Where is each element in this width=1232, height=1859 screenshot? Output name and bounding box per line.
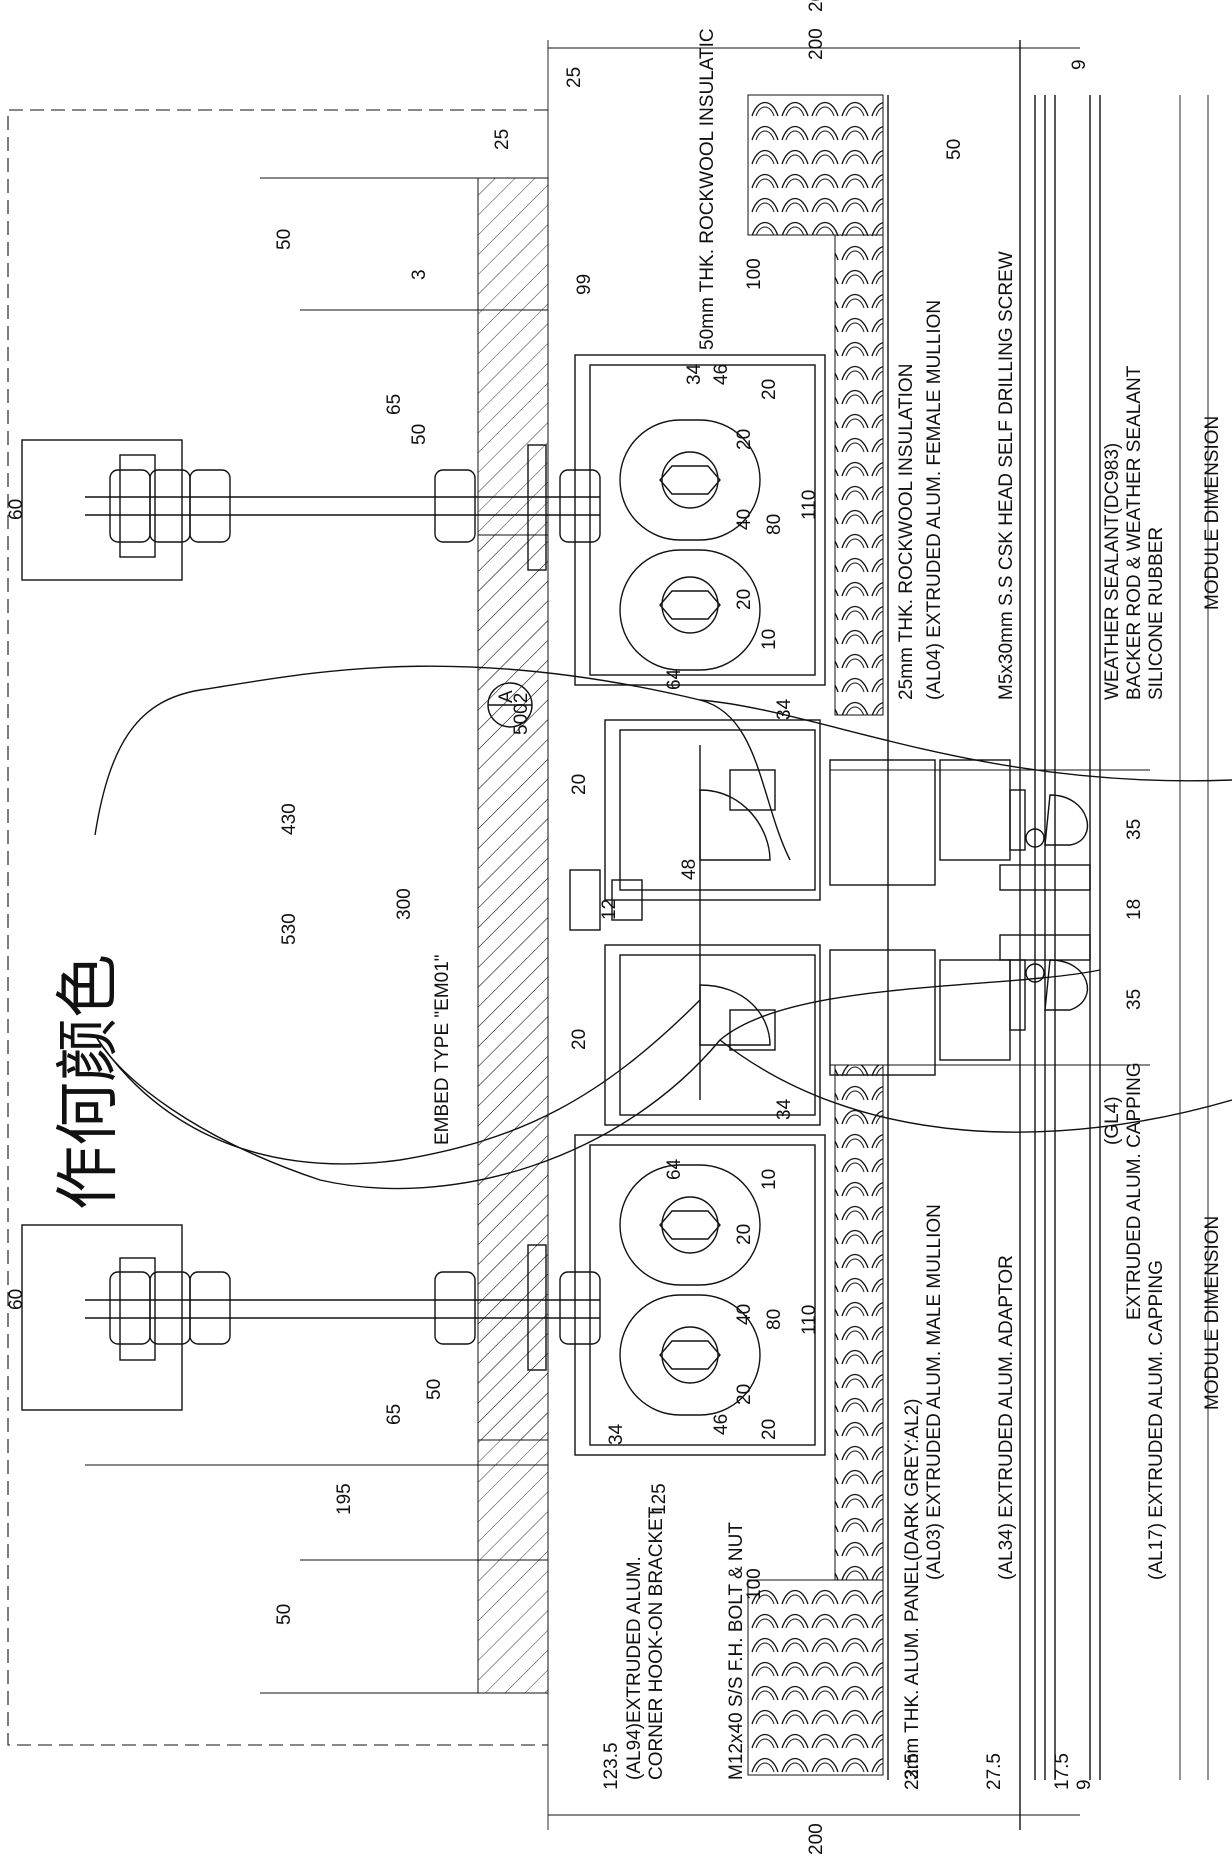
dim-65-bottom: 65 bbox=[384, 1404, 405, 1425]
dim-123-5: 123.5 bbox=[601, 1742, 622, 1790]
dim-110-top: 110 bbox=[799, 490, 820, 520]
dimension-texts: 200 200 9 25 25 50 50 3 99 100 65 50 60 … bbox=[6, 0, 1145, 1855]
dim-430: 430 bbox=[279, 803, 300, 835]
dim-65-top: 65 bbox=[384, 394, 405, 415]
handwritten-note: 作何颜色 bbox=[52, 954, 126, 1210]
dim-200-top: 200 bbox=[806, 28, 827, 60]
dim-46-bottom: 46 bbox=[711, 1414, 732, 1435]
dim-50-left-top: 50 bbox=[274, 229, 295, 250]
concrete-slab-outline bbox=[7, 40, 549, 1830]
dim-25-a: 25 bbox=[564, 67, 585, 88]
dim-27-5: 27.5 bbox=[984, 1753, 1005, 1790]
dim-34-top: 34 bbox=[684, 363, 705, 385]
dim-46-top: 46 bbox=[711, 364, 732, 385]
dim-99: 99 bbox=[574, 274, 595, 295]
section-marker: A 5002 bbox=[487, 682, 533, 735]
dim-34-b: 34 bbox=[774, 698, 795, 720]
handwritten-annotation: 作何颜色 bbox=[52, 665, 1232, 1210]
rockwool-insulation-top bbox=[747, 94, 884, 236]
label-bolt-nut: M12x40 S/S F.H. BOLT & NUT bbox=[726, 1522, 747, 1780]
dim-35-b: 35 bbox=[1124, 989, 1145, 1010]
dim-80-bottom: 80 bbox=[764, 1309, 785, 1330]
mullion-profiles bbox=[569, 719, 1091, 1126]
dim-9: 9 bbox=[1069, 59, 1090, 70]
dim-25-b: 25 bbox=[492, 129, 513, 150]
label-module-dimension-top: MODULE DIMENSION bbox=[1202, 416, 1223, 610]
dim-80-top: 80 bbox=[764, 514, 785, 535]
dim-20-h: 20 bbox=[759, 1419, 780, 1440]
dim-20-f: 20 bbox=[734, 1224, 755, 1245]
label-rockwool-25mm: 25mm THK. ROCKWOOL INSULATION bbox=[896, 364, 917, 700]
label-silicone-rubber: SILICONE RUBBER bbox=[1146, 527, 1167, 700]
dim-200-bottom: 200 bbox=[806, 1823, 827, 1855]
rockwool-25mm-top bbox=[834, 234, 884, 716]
label-al17-capping: (AL17) EXTRUDED ALUM. CAPPING bbox=[1146, 1260, 1167, 1580]
dim-64-top: 64 bbox=[664, 668, 685, 690]
dim-20-g: 20 bbox=[734, 1384, 755, 1405]
label-rockwool-50mm: 50mm THK. ROCKWOOL INSULATIC bbox=[697, 28, 718, 350]
dim-50-mid-top: 50 bbox=[409, 424, 430, 445]
label-embed-type: EMBED TYPE "EM01" bbox=[432, 954, 453, 1145]
label-al34-adaptor: (AL34) EXTRUDED ALUM. ADAPTOR bbox=[996, 1255, 1017, 1580]
dim-34-c: 34 bbox=[774, 1098, 795, 1120]
dim-10-top: 10 bbox=[759, 629, 780, 650]
dim-18: 18 bbox=[1124, 899, 1145, 920]
dim-20-c: 20 bbox=[734, 589, 755, 610]
label-al04-female-mullion: (AL04) EXTRUDED ALUM. FEMALE MULLION bbox=[924, 300, 945, 700]
dim-195: 195 bbox=[334, 1483, 355, 1515]
dim-530: 530 bbox=[279, 913, 300, 945]
label-gl4: (GL4) bbox=[1102, 1096, 1123, 1145]
label-backer-rod: BACKER ROD & WEATHER SEALANT bbox=[1124, 365, 1145, 700]
dim-100-bottom: 100 bbox=[744, 1568, 765, 1600]
label-al03-male-mullion: (AL03) EXTRUDED ALUM. MALE MULLION bbox=[924, 1204, 945, 1580]
label-corner-bracket: CORNER HOOK-ON BRACKET bbox=[646, 1506, 667, 1780]
dim-50-mid-bottom: 50 bbox=[424, 1379, 445, 1400]
dim-35-a: 35 bbox=[1124, 819, 1145, 840]
dim-40-top: 40 bbox=[734, 509, 755, 530]
callout-labels: 50mm THK. ROCKWOOL INSULATIC 25mm THK. R… bbox=[432, 28, 1223, 1780]
rockwool-insulation-bottom bbox=[747, 1579, 884, 1776]
label-drilling-screw: M5x30mm S.S CSK HEAD SELF DRILLING SCREW bbox=[996, 251, 1017, 700]
section-ref: 5002 bbox=[511, 693, 532, 735]
anchor-bolt-bottom bbox=[21, 1224, 601, 1411]
dim-34-d: 34 bbox=[606, 1423, 627, 1445]
dim-200-edge: 200 bbox=[806, 0, 827, 12]
dim-125: 125 bbox=[649, 1483, 670, 1515]
bracket-top bbox=[574, 354, 826, 686]
dim-20-e: 20 bbox=[569, 1029, 590, 1050]
dim-64-bottom: 64 bbox=[664, 1158, 685, 1180]
label-al94-extruded: (AL94)EXTRUDED ALUM. bbox=[624, 1556, 645, 1780]
label-weather-sealant: WEATHER SEALANT(DC983) bbox=[1102, 443, 1123, 700]
dim-20-b: 20 bbox=[734, 429, 755, 450]
dim-22-5: 22.5 bbox=[902, 1753, 923, 1790]
dimension-lines bbox=[85, 47, 1150, 1816]
dim-60-top: 60 bbox=[6, 499, 27, 520]
dim-300: 300 bbox=[394, 888, 415, 920]
dim-9-bottom: 9 bbox=[1074, 1779, 1095, 1790]
dim-10-bottom: 10 bbox=[759, 1169, 780, 1190]
label-alum-panel: 3mm THK. ALUM. PANEL(DARK GREY:AL2) bbox=[902, 1398, 923, 1780]
rockwool-25mm-bottom bbox=[834, 1064, 884, 1581]
embed-plate-core bbox=[477, 534, 549, 1441]
dim-100-top: 100 bbox=[744, 258, 765, 290]
section-letter: A bbox=[496, 690, 517, 703]
anchor-bolt-top bbox=[21, 439, 601, 581]
dim-40-bottom: 40 bbox=[734, 1304, 755, 1325]
dim-3: 3 bbox=[409, 269, 430, 280]
label-module-dimension-bottom: MODULE DIMENSION bbox=[1202, 1216, 1223, 1410]
dim-20-d: 20 bbox=[569, 774, 590, 795]
dim-50-left-bottom: 50 bbox=[274, 1604, 295, 1625]
dim-17-5: 17.5 bbox=[1052, 1753, 1073, 1790]
label-capping: EXTRUDED ALUM. CAPPING bbox=[1124, 1062, 1145, 1320]
dim-60-bottom: 60 bbox=[6, 1289, 27, 1310]
bracket-bottom bbox=[574, 1134, 826, 1456]
dim-12: 12 bbox=[599, 899, 620, 920]
dim-48: 48 bbox=[679, 859, 700, 880]
dim-110-bottom: 110 bbox=[799, 1305, 820, 1335]
dim-20-a: 20 bbox=[759, 379, 780, 400]
dim-50-top-right: 50 bbox=[944, 139, 965, 160]
